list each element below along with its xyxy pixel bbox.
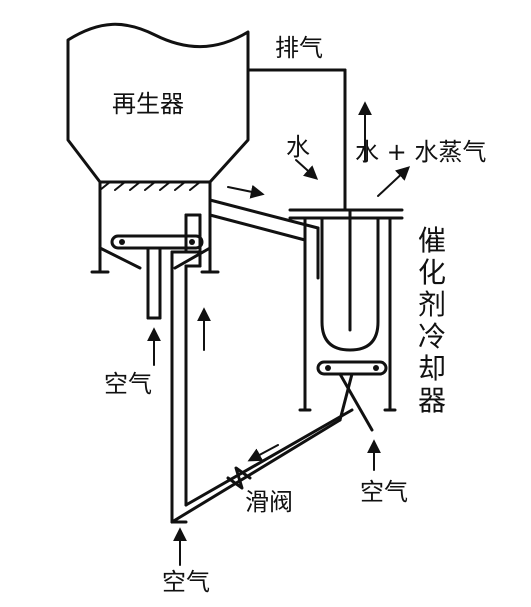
catalyst-cooler-label: 催 化 剂 冷 却 器 [418,224,446,417]
exhaust-label: 排气 [275,34,323,62]
steam-out-arrow [377,166,411,197]
regenerator-air-distributor [110,234,204,320]
air-right-label: 空气 [360,478,408,506]
catalyst-cooler-char-4: 冷 [418,320,446,353]
catalyst-in-arrow [227,184,265,199]
flow-arrows [147,101,411,566]
water-in-arrow [295,159,319,180]
air-left-label: 空气 [104,370,152,398]
return-pipe [170,408,354,524]
slide-valve-label: 滑阀 [245,488,293,516]
riser-pipe [170,213,202,524]
catalyst-cooler-char-2: 化 [418,256,446,289]
water-plus-steam-label: 水 + 水蒸气 [355,138,486,166]
regenerator-vessel [66,22,250,274]
return-flow-arrow [247,444,279,462]
regenerator-label: 再生器 [112,90,184,118]
catalyst-cooler-char-3: 剂 [418,288,446,321]
catalyst-cooler-char-5: 却 [418,352,446,385]
inlet-pipe [208,198,320,280]
exhaust-line [246,68,347,212]
catalyst-cooler-char-1: 催 [418,224,446,257]
catalyst-cooler-char-6: 器 [418,384,446,417]
slide-valve [226,466,252,490]
catalyst-cooler-vessel [288,208,404,432]
air-bottom-label: 空气 [162,568,210,596]
water-label: 水 [286,133,310,161]
